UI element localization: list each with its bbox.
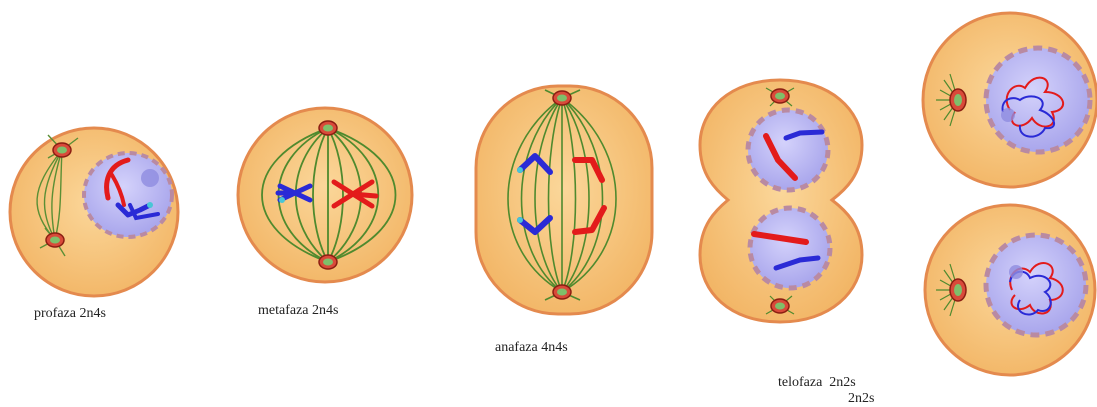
label-metafaza: metafaza 2n4s [258, 303, 338, 319]
cell-metafaza [238, 108, 412, 282]
nucleus [748, 110, 828, 190]
centrosome [319, 255, 337, 269]
centrosome [950, 89, 966, 111]
label-telofaza-second: 2n2s [848, 391, 874, 407]
cell-profaza [10, 128, 178, 296]
cell-daughter-bottom [925, 205, 1095, 375]
centrosome [950, 279, 966, 301]
nucleus [986, 48, 1090, 152]
centrosome [771, 299, 789, 313]
nucleus [986, 235, 1086, 335]
centrosome [53, 143, 71, 157]
label-profaza: profaza 2n4s [34, 306, 106, 322]
centrosome [771, 89, 789, 103]
nucleolus [141, 169, 159, 187]
centrosome [553, 285, 571, 299]
centrosome [46, 233, 64, 247]
centrosome [319, 121, 337, 135]
cell-telofaza [700, 80, 862, 322]
nucleus [750, 208, 830, 288]
centrosome [553, 91, 571, 105]
cell-daughter-top [923, 13, 1097, 187]
label-anafaza: anafaza 4n4s [495, 340, 568, 356]
label-telofaza: telofaza 2n2s [778, 375, 856, 391]
cell-anafaza [476, 86, 652, 314]
